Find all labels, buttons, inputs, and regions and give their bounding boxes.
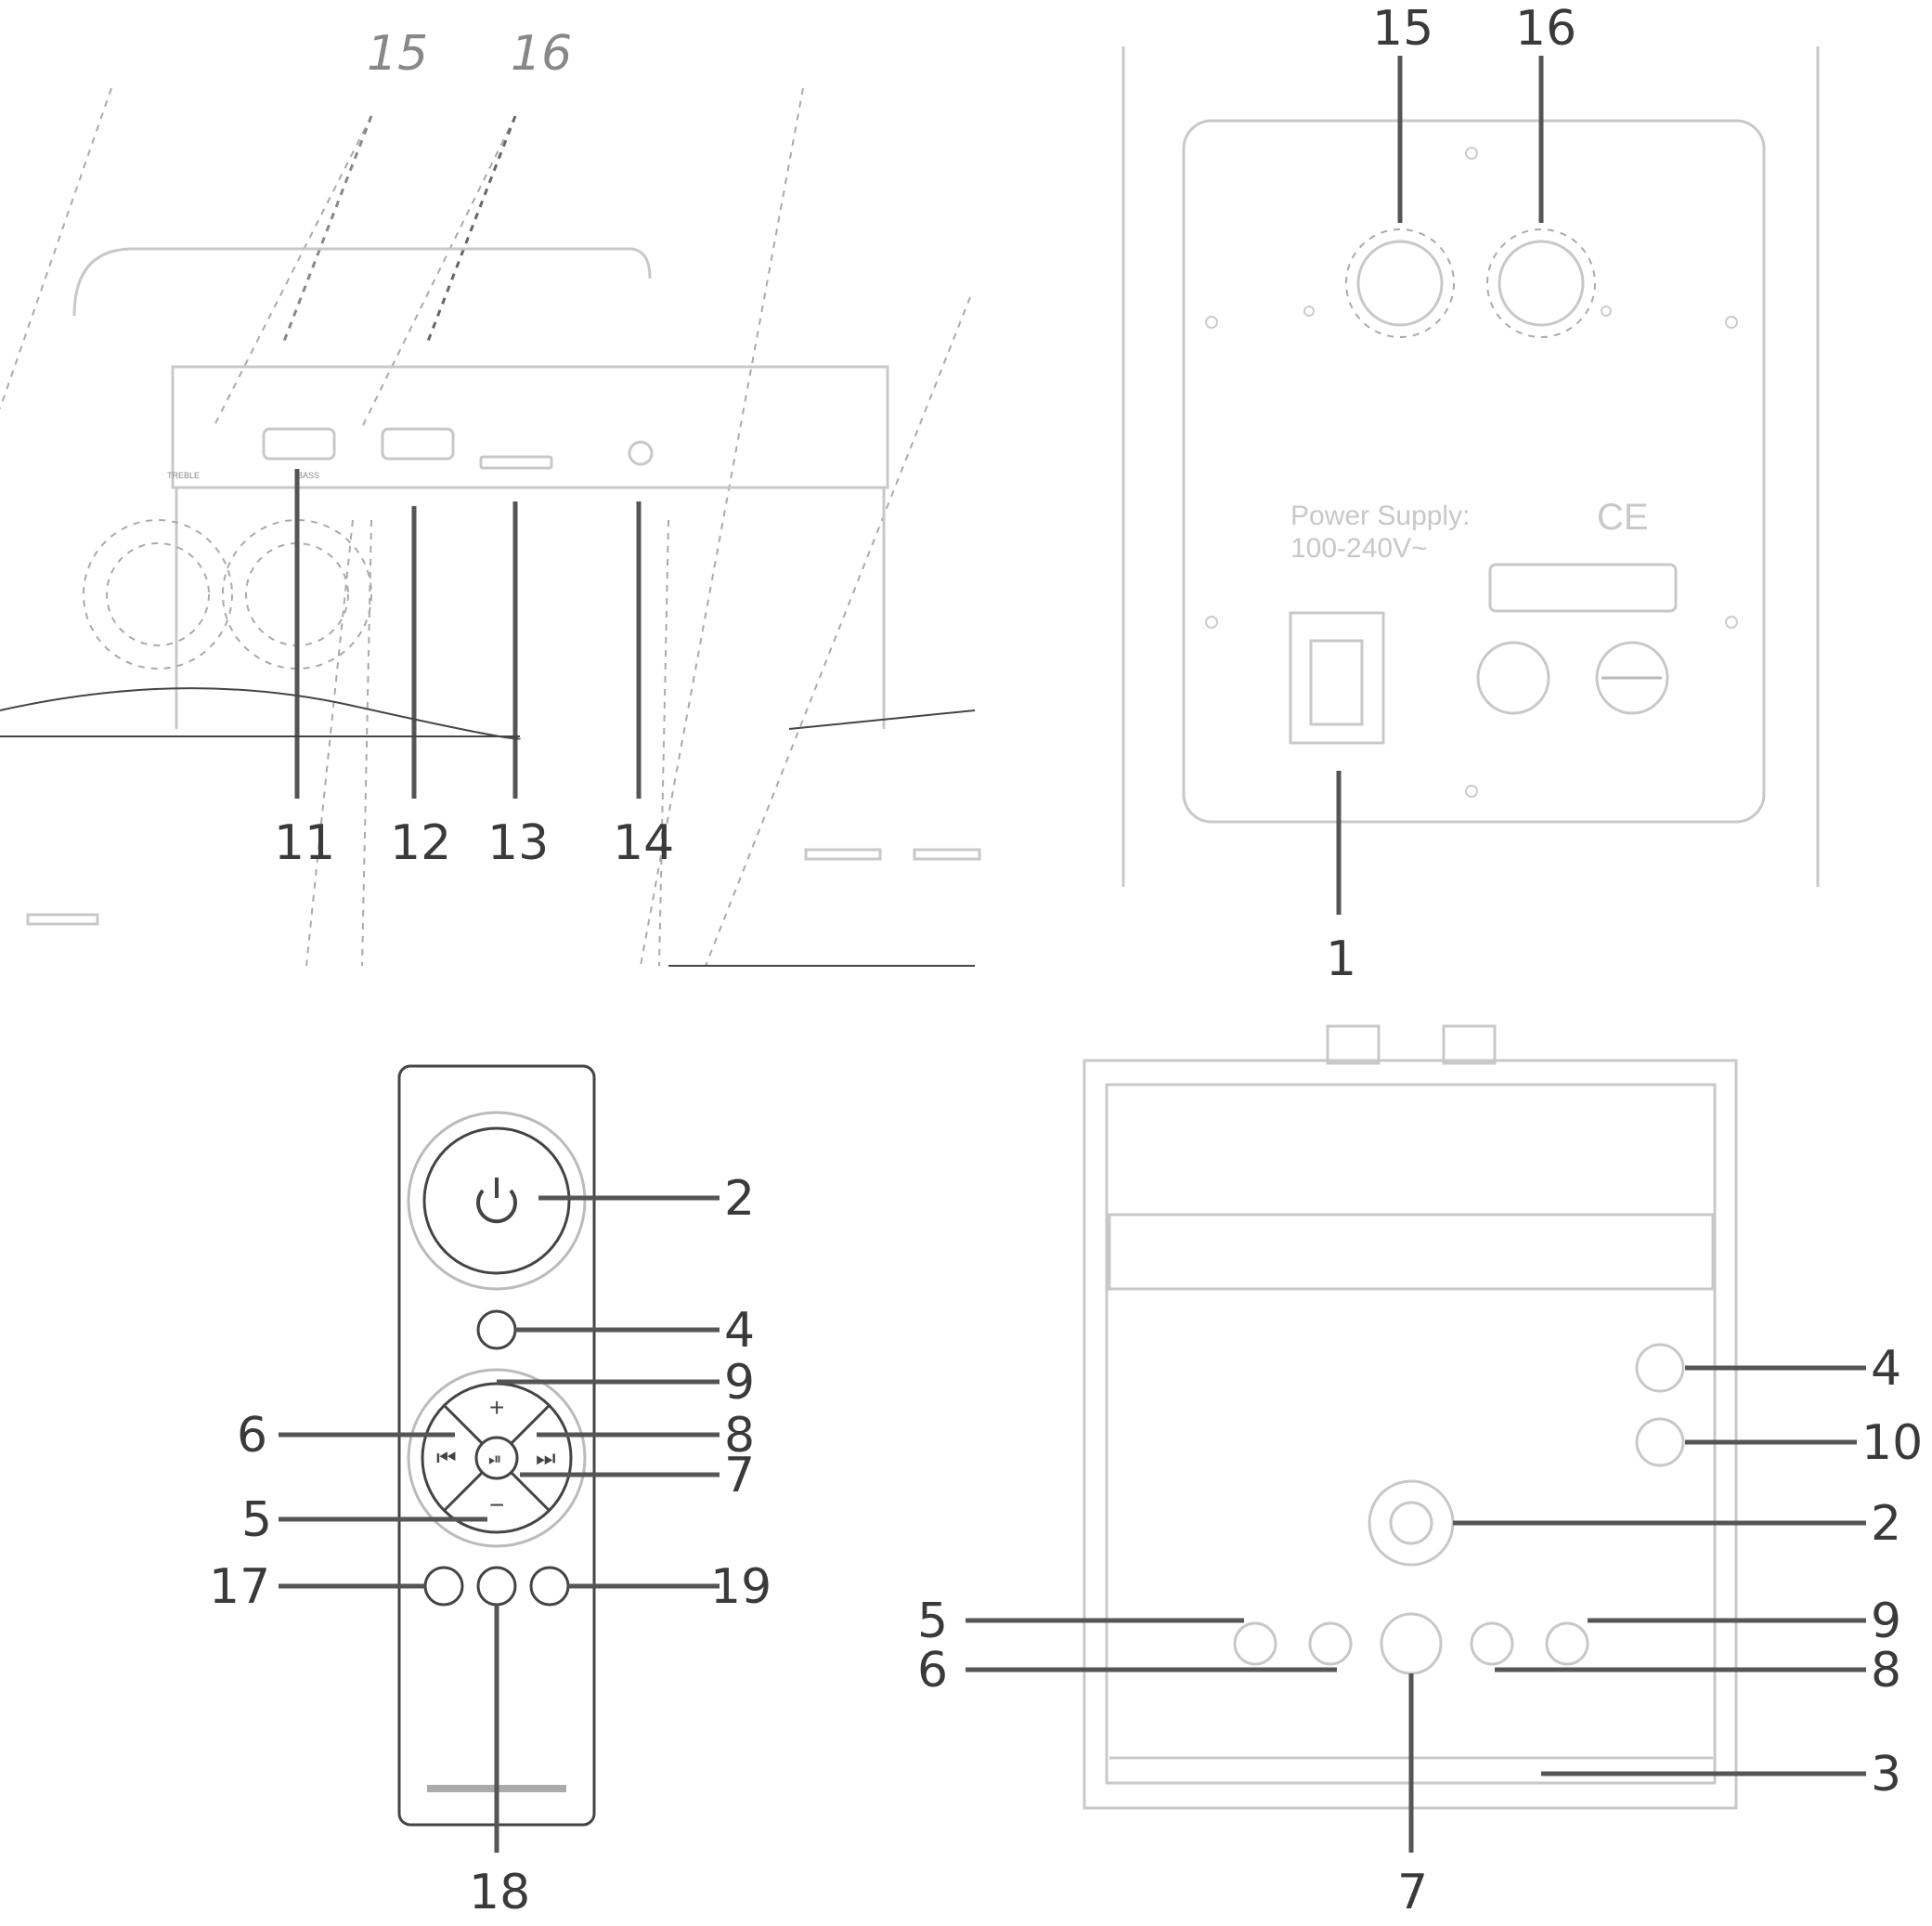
rear-panel-flat-view: 15 16 Power Supply: 100-240V~ CE 1 [1122,1,1820,987]
callout-16: 16 [1515,1,1576,57]
port-13[interactable] [479,455,553,470]
voltage-spec: 100-240V~ [1290,533,1428,564]
next-icon: ⏭ [536,1446,556,1471]
callout-14: 14 [613,815,674,871]
front-callout-8: 8 [1871,1643,1901,1698]
remote-button-19[interactable] [529,1566,570,1607]
power-supply-spec: Power Supply: [1290,501,1470,531]
bass-label: BASS [297,471,319,480]
remote-callout-5: 5 [241,1492,272,1548]
front-callout-2: 2 [1871,1496,1901,1552]
callout-15-dashed: 15 [367,26,428,82]
front-bt-button[interactable] [1635,1417,1685,1467]
plus-icon: + [489,1393,504,1422]
front-next-button[interactable] [1470,1621,1514,1666]
port-11[interactable] [262,427,336,461]
ce-mark: CE [1597,497,1649,538]
power-switch[interactable] [1289,611,1385,745]
front-callout-10: 10 [1861,1415,1923,1471]
screws [1205,147,1738,798]
prev-icon: ⏮ [436,1446,457,1471]
front-minus-button[interactable] [1233,1621,1277,1666]
remote-callout-2: 2 [724,1171,755,1227]
front-callout-3: 3 [1871,1747,1901,1802]
front-callout-4: 4 [1871,1341,1901,1397]
treble-label: TREBLE [167,471,200,480]
port-12[interactable] [381,427,455,461]
minus-icon: − [489,1490,504,1519]
treble-knob-flat[interactable] [1345,228,1455,338]
port-14[interactable] [628,440,654,466]
rating-plate [1488,563,1678,613]
front-callout-9: 9 [1871,1594,1901,1649]
front-power-button[interactable] [1368,1479,1455,1567]
callout-16-dashed: 16 [511,26,572,82]
remote-callout-6: 6 [237,1408,267,1464]
plug-icon [1595,641,1669,715]
remote-mode-button[interactable] [476,1309,517,1350]
power-socket-icon [1476,641,1550,715]
play-pause-icon: ⏯ [488,1450,501,1468]
remote-callout-4: 4 [724,1303,755,1359]
front-play-button[interactable] [1380,1612,1443,1675]
front-callout-5: 5 [917,1594,948,1649]
callout-12: 12 [390,815,451,871]
remote-callout-8: 8 [724,1408,755,1464]
remote-callout-7: 7 [724,1448,755,1503]
bass-knob-flat[interactable] [1486,228,1596,338]
rear-panel-perspective-view: 15 16 TREBLE BASS [0,26,981,967]
remote-callout-19: 19 [710,1559,772,1615]
callout-13: 13 [487,815,549,871]
remote-power-button[interactable] [407,1111,587,1291]
remote-button-18[interactable] [476,1566,517,1607]
front-plus-button[interactable] [1545,1621,1589,1666]
remote-button-17[interactable] [423,1566,464,1607]
remote-dpad[interactable]: + − ⏮ ⏭ ⏯ [407,1368,587,1548]
treble-knob[interactable]: TREBLE [83,471,233,670]
power-icon [476,1189,517,1224]
remote-callout-9: 9 [724,1355,755,1411]
callout-1: 1 [1326,931,1356,987]
speaker-front-view: 4 10 2 9 8 3 5 6 7 [917,1024,1923,1920]
front-callout-6: 6 [917,1643,948,1698]
front-mode-button[interactable] [1635,1343,1685,1393]
front-callout-7: 7 [1397,1865,1428,1920]
callout-11: 11 [274,815,335,871]
remote-callout-17: 17 [209,1559,270,1615]
callout-15: 15 [1372,1,1433,57]
front-prev-button[interactable] [1308,1621,1353,1666]
remote-control: + − ⏮ ⏭ ⏯ 2 4 9 8 7 19 6 5 17 18 [209,1064,772,1920]
remote-callout-18: 18 [469,1865,530,1920]
